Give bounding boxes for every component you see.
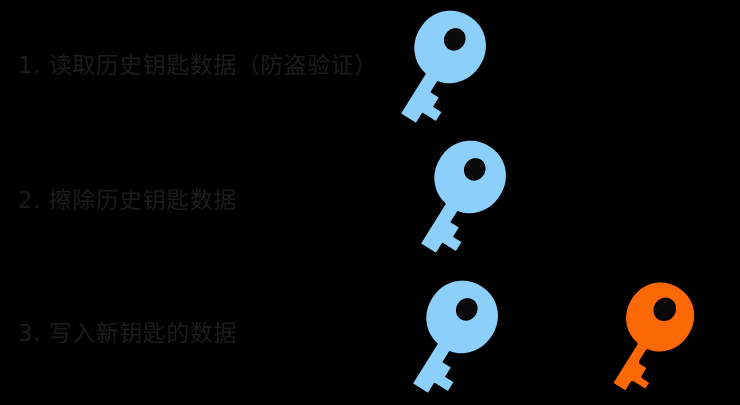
key-body-path: [399, 9, 488, 125]
step-label-3: 3. 写入新钥匙的数据: [18, 321, 237, 347]
key-body-path: [607, 277, 700, 397]
key-hole: [455, 298, 478, 321]
step-label-1: 1. 读取历史钥匙数据（防盗验证）: [18, 53, 378, 79]
key-hole: [463, 158, 486, 181]
key-hole: [443, 28, 466, 51]
step-label-2: 2. 擦除历史钥匙数据: [18, 188, 237, 214]
key-hole: [653, 297, 677, 322]
key-icon-step-1-old: [398, 2, 538, 142]
key-body-path: [419, 139, 508, 255]
key-icon-step-3-old: [410, 272, 550, 405]
key-icon-step-3-new: [607, 272, 740, 405]
key-icon-step-2-old: [418, 132, 558, 272]
key-body-path: [411, 279, 500, 395]
